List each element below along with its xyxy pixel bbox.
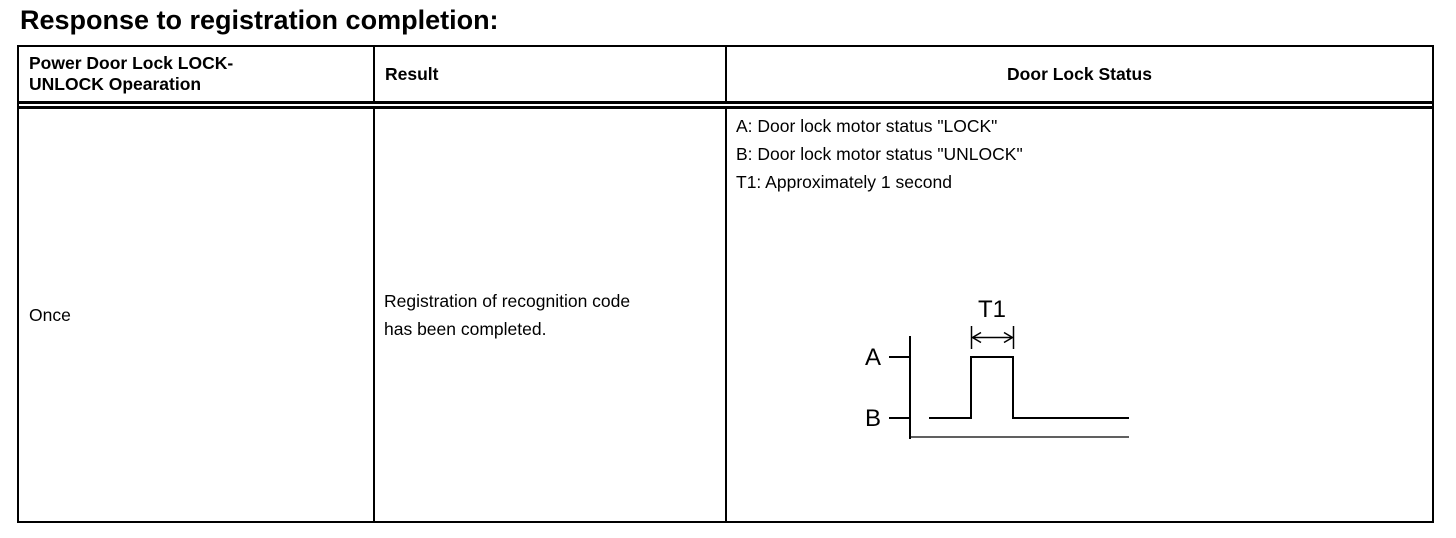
cell-result: Registration of recognition code has bee… xyxy=(375,109,727,521)
header-door-lock-status: Door Lock Status xyxy=(727,47,1432,101)
cell-operation: Once xyxy=(19,109,375,521)
header-operation-line1: Power Door Lock LOCK- xyxy=(29,53,234,73)
level-b-label: B xyxy=(865,405,881,432)
level-a-label: A xyxy=(865,344,881,371)
table-body-row: Once Registration of recognition code ha… xyxy=(19,109,1432,521)
table-header-row: Power Door Lock LOCK- UNLOCK Opearation … xyxy=(19,47,1432,109)
operation-value: Once xyxy=(29,305,71,325)
result-line1: Registration of recognition code xyxy=(384,291,631,311)
pulse-waveform xyxy=(929,356,1129,419)
header-result: Result xyxy=(375,47,727,101)
timing-diagram: T1 A B xyxy=(865,296,1129,439)
response-table: Power Door Lock LOCK- UNLOCK Opearation … xyxy=(17,45,1434,523)
t1-arrowhead-right xyxy=(1003,331,1014,344)
status-legend: A: Door lock motor status "LOCK" B: Door… xyxy=(727,109,1432,196)
t1-arrowhead-left xyxy=(971,331,982,344)
header-operation-line2: UNLOCK Opearation xyxy=(29,74,202,94)
header-result-label: Result xyxy=(385,63,439,84)
header-door-lock-status-label: Door Lock Status xyxy=(1007,63,1152,84)
legend-line-a: A: Door lock motor status "LOCK" xyxy=(736,116,998,136)
timing-t1-label: T1 xyxy=(978,296,1006,323)
cell-door-lock-status: A: Door lock motor status "LOCK" B: Door… xyxy=(727,109,1432,521)
header-operation: Power Door Lock LOCK- UNLOCK Opearation xyxy=(19,47,375,101)
page-title: Response to registration completion: xyxy=(20,5,499,35)
legend-line-b: B: Door lock motor status "UNLOCK" xyxy=(736,144,1023,164)
legend-line-t1: T1: Approximately 1 second xyxy=(736,172,952,192)
result-line2: has been completed. xyxy=(384,319,547,339)
